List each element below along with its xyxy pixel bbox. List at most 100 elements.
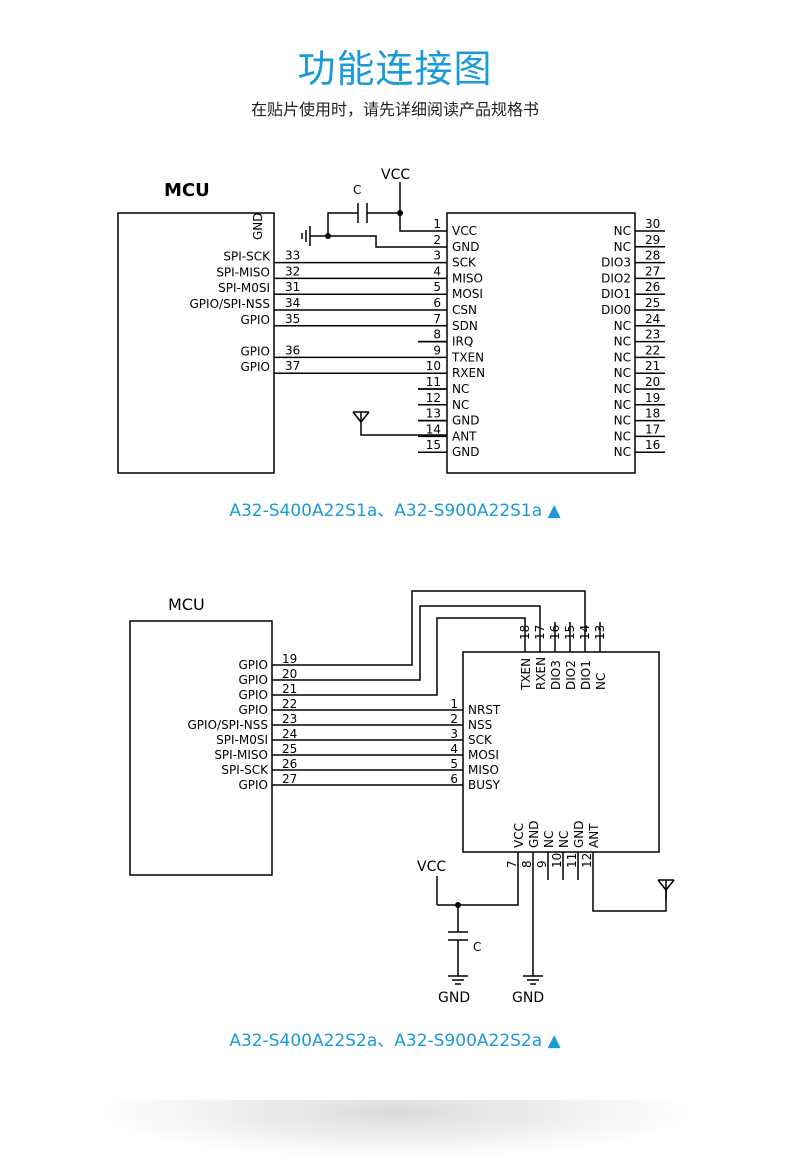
module1-right-pin-label: NC — [614, 319, 631, 333]
module1-right-pin-number: 18 — [645, 407, 660, 421]
module1-left-pin-number: 2 — [433, 233, 441, 247]
module2-top-pin-label: TXEN — [519, 658, 533, 691]
module1-right-pin-label: NC — [614, 414, 631, 428]
mcu2-pin-label: GPIO/SPI-NSS — [188, 718, 269, 732]
module1-right-pin-number: 25 — [645, 296, 660, 310]
mcu-gnd-label: GND — [251, 212, 265, 240]
module2-top-pin-number: 18 — [518, 625, 532, 640]
module2-top-pin-number: 13 — [593, 625, 607, 640]
module1-right-pin-number: 23 — [645, 328, 660, 342]
mcu2-pin-number: 24 — [282, 727, 297, 741]
module2-bottom-pin-label: NC — [542, 831, 556, 848]
module2-bottom-pin-number: 12 — [580, 853, 594, 868]
module1-left-pin-label: GND — [452, 445, 480, 459]
bottom-shadow — [95, 1100, 695, 1160]
module2-left-pin-label: MOSI — [468, 748, 499, 762]
module1-right-pin-label: DIO3 — [601, 256, 631, 270]
module1-right-pin-label: DIO0 — [601, 303, 631, 317]
mcu2-pin-number: 19 — [282, 652, 297, 666]
module1-left-pin-number: 4 — [433, 264, 441, 278]
module1-right-pin-number: 19 — [645, 391, 660, 405]
module1-left-pin-label: GND — [452, 414, 480, 428]
page-title: 功能连接图 — [297, 47, 493, 91]
module2-left-pin-number: 4 — [450, 742, 458, 756]
module2-top-pin-label: DIO3 — [549, 660, 563, 690]
module2-left-pin-number: 5 — [450, 757, 458, 771]
mcu1-pin-label: SPI-SCK — [223, 250, 271, 264]
module1-right-pin-label: NC — [614, 224, 631, 238]
module1-left-pin-label: CSN — [452, 303, 477, 317]
diagram-1-caption: A32-S400A22S1a、A32-S900A22S1a ▲ — [229, 501, 561, 521]
module2-top-pin-number: 16 — [548, 625, 562, 640]
module2-bottom-pin-label: GND — [527, 820, 541, 848]
mcu2-pin-number: 21 — [282, 682, 297, 696]
module1-left-pin-label: NC — [452, 398, 469, 412]
antenna-wire — [360, 432, 447, 436]
mcu2-pin-number: 23 — [282, 712, 297, 726]
module1-left-pin-label: VCC — [452, 224, 477, 238]
module1-right-pin-number: 26 — [645, 280, 660, 294]
mcu1-pin-number: 37 — [285, 359, 300, 373]
mcu2-pin-number: 26 — [282, 757, 297, 771]
module2-left-pin-label: NSS — [468, 718, 492, 732]
module2-left-pin-number: 2 — [450, 712, 458, 726]
module1-right-pin-label: NC — [614, 350, 631, 364]
module2-top-pin-label: NC — [594, 673, 608, 690]
module2-top-pin-label: DIO2 — [564, 660, 578, 690]
module2-left-pin-label: SCK — [468, 733, 493, 747]
module1-right-pin-label: NC — [614, 429, 631, 443]
module1-left-pin-number: 8 — [433, 328, 441, 342]
mcu-box-2 — [129, 620, 273, 876]
gnd-label-2b: GND — [512, 990, 544, 1006]
mcu2-pin-label: SPI-MISO — [214, 748, 268, 762]
module2-top-pin-number: 15 — [563, 625, 577, 640]
module1-left-pin-number: 3 — [433, 249, 441, 263]
mcu2-pin-label: GPIO — [238, 703, 268, 717]
diagram-2-caption: A32-S400A22S2a、A32-S900A22S2a ▲ — [229, 1031, 561, 1051]
module1-left-pin-number: 1 — [433, 217, 441, 231]
mcu1-pin-label: GPIO — [240, 313, 270, 327]
module1-left-pin-label: TXEN — [451, 350, 484, 364]
module2-top-pin-label: DIO1 — [579, 660, 593, 690]
gnd-to-pin2 — [310, 235, 447, 248]
mcu1-pin-label: GPIO/SPI-NSS — [190, 297, 271, 311]
mcu2-pin-label: SPI-M0SI — [216, 733, 268, 747]
vcc-label-2: VCC — [417, 859, 446, 875]
module1-right-pin-label: NC — [614, 366, 631, 380]
module1-left-pin-label: MISO — [452, 271, 483, 285]
page-subtitle: 在贴片使用时，请先详细阅读产品规格书 — [250, 100, 539, 119]
antenna-wire-2 — [592, 880, 667, 912]
module1-right-pin-label: NC — [614, 445, 631, 459]
cap-label-2: C — [473, 940, 481, 954]
module1-left-pin-label: SDN — [452, 319, 478, 333]
module-box-2 — [462, 651, 660, 853]
mcu2-pin-label: GPIO — [238, 688, 268, 702]
module1-right-pin-label: NC — [614, 335, 631, 349]
module1-left-pin-number: 7 — [433, 312, 441, 326]
module1-right-pin-number: 21 — [645, 359, 660, 373]
module1-left-pin-number: 6 — [433, 296, 441, 310]
module1-right-pin-number: 16 — [645, 438, 660, 452]
module2-bottom-pin-label: ANT — [587, 823, 601, 848]
module1-left-pin-number: 5 — [433, 280, 441, 294]
mcu2-pin-label: GPIO — [238, 778, 268, 792]
module2-left-pin-label: NRST — [468, 703, 501, 717]
module1-left-pin-label: MOSI — [452, 287, 483, 301]
module1-right-pin-label: DIO2 — [601, 271, 631, 285]
module2-top-pin-label: RXEN — [534, 657, 548, 690]
mcu-label-1: MCU — [164, 180, 210, 201]
module2-bottom-pin-number: 10 — [550, 853, 564, 868]
module1-right-pin-label: NC — [614, 382, 631, 396]
mcu1-pin-number: 33 — [285, 249, 300, 263]
module1-right-pin-label: NC — [614, 398, 631, 412]
mcu1-pin-label: GPIO — [240, 360, 270, 374]
module2-bottom-pin-number: 11 — [565, 853, 579, 868]
module1-right-pin-number: 27 — [645, 264, 660, 278]
vcc-to-pin1 — [399, 213, 447, 232]
module1-right-pin-number: 30 — [645, 217, 660, 231]
mcu1-pin-label: GPIO — [240, 344, 270, 358]
module1-left-pin-number: 13 — [426, 407, 441, 421]
module1-left-pin-number: 12 — [426, 391, 441, 405]
module1-right-pin-label: NC — [614, 240, 631, 254]
